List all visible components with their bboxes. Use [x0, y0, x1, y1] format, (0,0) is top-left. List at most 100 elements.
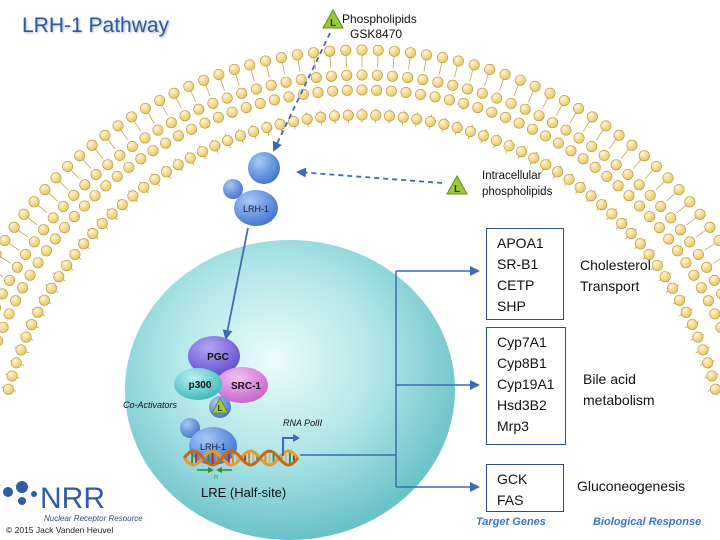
lipid-head — [692, 249, 704, 261]
lipid-head — [226, 106, 238, 118]
lipid-head — [563, 173, 575, 185]
lipid-head — [288, 116, 300, 128]
lipid-head — [240, 102, 252, 114]
lipid-tail — [94, 148, 104, 159]
lipid-head — [254, 98, 266, 110]
lipid-head — [126, 111, 138, 123]
page-title: LRH-1 Pathway — [22, 14, 170, 37]
lipid-head — [625, 228, 637, 240]
lipid-head — [386, 70, 398, 82]
lipid-head — [154, 95, 166, 107]
lipid-head — [79, 200, 91, 212]
lipid-head — [633, 200, 645, 212]
response-line: Cholesterol — [580, 257, 651, 273]
lipid-head — [40, 245, 52, 257]
lipid-head — [404, 47, 416, 59]
lipid-tail — [528, 89, 534, 103]
nuclear-ligand-icon: L — [209, 396, 231, 418]
lipid-head — [26, 319, 38, 331]
intracellular-line-2: phospholipids — [482, 186, 553, 198]
gene: Cyp19A1 — [497, 376, 555, 392]
lipid-head — [127, 190, 139, 202]
lipid-head — [397, 111, 409, 123]
lipid-head — [0, 288, 8, 300]
cell-membrane — [0, 44, 720, 395]
lipid-head — [415, 88, 427, 100]
lipid-head — [437, 52, 449, 64]
lipid-head — [68, 211, 80, 223]
lipid-head — [28, 196, 40, 208]
lipid-head — [443, 94, 455, 106]
target-connectors — [300, 271, 397, 487]
lipid-head — [68, 189, 80, 201]
lipid-head — [586, 111, 598, 123]
lipid-head — [341, 69, 353, 81]
lipid-head — [598, 149, 610, 161]
lipid-head — [307, 47, 319, 59]
lipid-head — [477, 130, 489, 142]
lipid-head — [411, 113, 423, 125]
lrh1-receptor-cytoplasm: LRH-1 — [223, 152, 280, 226]
lipid-head — [438, 118, 450, 130]
lipid-head — [514, 74, 526, 86]
lipid-tail — [569, 111, 577, 124]
lipid-head — [6, 370, 18, 382]
lipid-head — [665, 212, 677, 224]
lipid-head — [8, 221, 20, 233]
lipid-head — [96, 218, 108, 230]
lipid-head — [62, 161, 74, 173]
lipid-tail — [484, 73, 489, 86]
lipid-head — [324, 45, 336, 57]
lipid-head — [123, 161, 135, 173]
lipid-tail — [58, 180, 69, 191]
lipid-head — [547, 117, 559, 129]
nrr-logo-icon: NRR — [3, 481, 105, 515]
lipid-head — [686, 319, 698, 331]
lipid-tail — [36, 204, 48, 214]
lipid-head — [573, 132, 585, 144]
ligand-line-1: Phospholipids — [342, 12, 417, 26]
lipid-head — [662, 172, 674, 184]
lipid-head — [295, 74, 307, 86]
lipid-tail — [147, 111, 155, 124]
lipid-head — [586, 141, 598, 153]
lipid-head — [613, 129, 625, 141]
half-site-markers: n — [197, 467, 232, 481]
lipid-head — [106, 208, 118, 220]
lipid-head — [341, 84, 353, 96]
lipid-head — [79, 179, 91, 191]
lipid-tail — [655, 180, 666, 191]
lipid-head — [513, 117, 525, 129]
lipid-head — [458, 98, 470, 110]
lipid-head — [356, 109, 368, 121]
lipid-head — [99, 129, 111, 141]
lipid-head — [451, 122, 463, 134]
lipid-head — [356, 44, 368, 56]
lipid-head — [651, 259, 663, 271]
lipid-head — [540, 159, 552, 171]
lipid-head — [24, 269, 36, 281]
lipid-head — [429, 91, 441, 103]
n-label: n — [214, 474, 218, 481]
lipid-head — [312, 87, 324, 99]
lipid-head — [370, 109, 382, 121]
lipid-head — [659, 271, 671, 283]
lipid-head — [526, 123, 538, 135]
lipid-head — [28, 236, 40, 248]
coactivator-complex: PGC SRC-1 p300 — [174, 336, 268, 403]
ligand-entry-arrow — [272, 32, 331, 152]
lipid-tail — [686, 216, 698, 226]
p300-label: p300 — [189, 380, 212, 391]
lipid-head — [706, 370, 718, 382]
lipid-head — [50, 172, 62, 184]
response-line: metabolism — [583, 392, 655, 408]
lipid-head — [213, 69, 225, 81]
lipid-head — [212, 111, 224, 123]
lipid-head — [49, 233, 61, 245]
lipid-tail — [7, 242, 20, 251]
lipid-head — [193, 103, 205, 115]
lipid-head — [102, 159, 114, 171]
lipid-tail — [620, 148, 630, 159]
lipid-head — [45, 282, 57, 294]
pgc-label: PGC — [207, 352, 229, 363]
